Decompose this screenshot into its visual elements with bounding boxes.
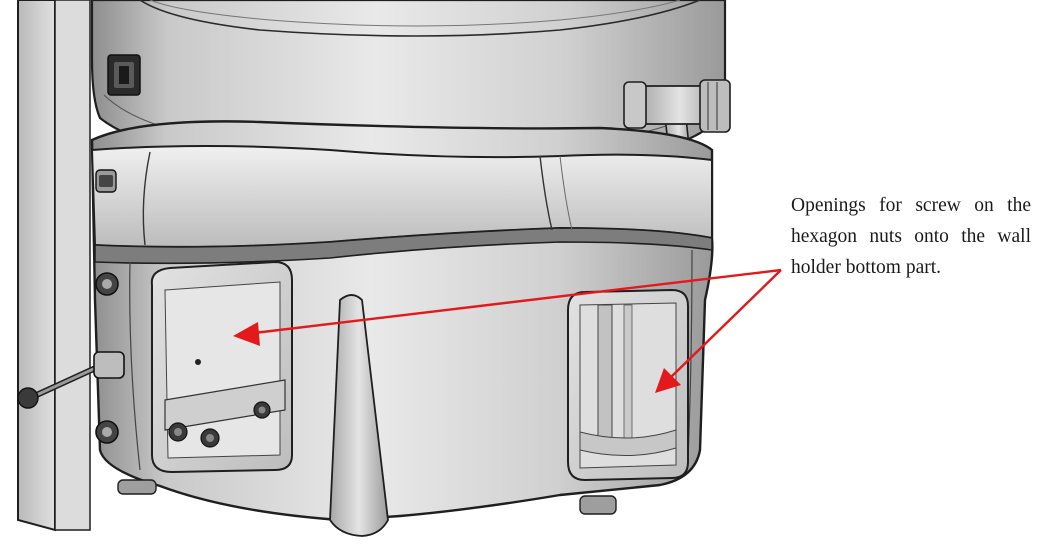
side-port-icon xyxy=(95,272,119,296)
callout-arrow-left xyxy=(233,268,782,346)
hexagon-nut-icon xyxy=(253,401,271,419)
callout-arrow-right xyxy=(655,269,782,393)
callout-text: Openings for screw on the hexagon nuts o… xyxy=(791,195,1031,278)
hexagon-nut-icon xyxy=(200,428,220,448)
housing-foot xyxy=(117,479,617,515)
center-rib xyxy=(329,294,389,537)
side-port-icon xyxy=(95,420,119,444)
left-nut-access-opening xyxy=(150,260,293,474)
side-port-icon xyxy=(95,169,117,193)
hexagon-nut-icon xyxy=(168,422,188,442)
switch-icon xyxy=(107,54,141,96)
right-nut-access-opening xyxy=(567,288,689,482)
wall-mounting-panel xyxy=(17,0,91,532)
hose-connector xyxy=(17,351,125,409)
